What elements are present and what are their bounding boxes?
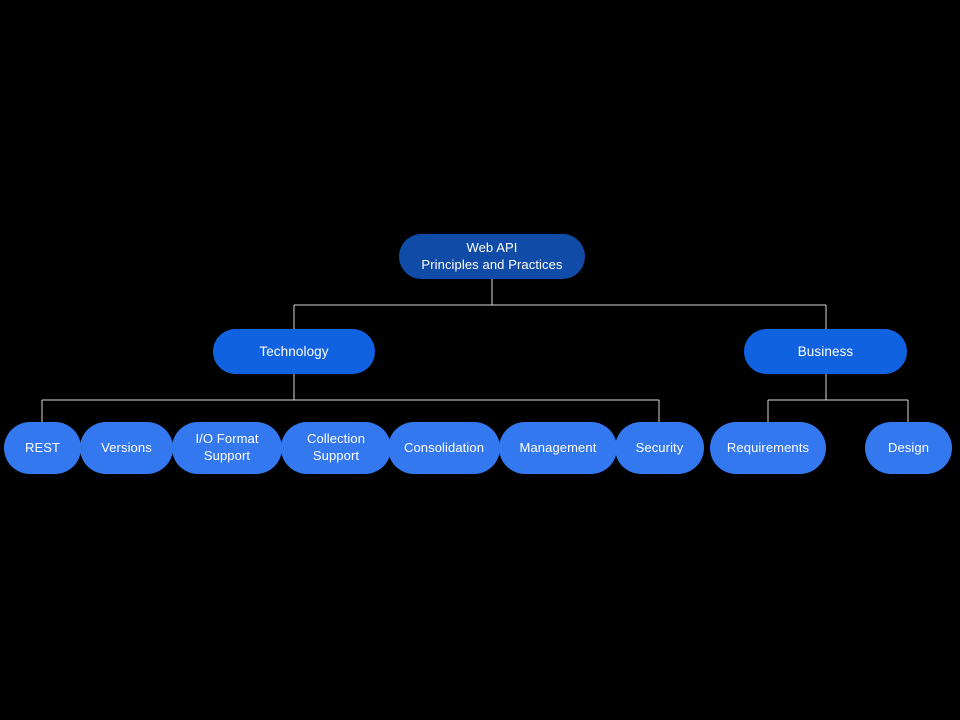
node-leaf-versions[interactable]: Versions — [80, 422, 173, 474]
node-leaf-rest[interactable]: REST — [4, 422, 81, 474]
node-branch-business[interactable]: Business — [744, 329, 907, 374]
node-leaf-management[interactable]: Management — [499, 422, 617, 474]
node-leaf-consolidation[interactable]: Consolidation — [388, 422, 500, 474]
node-root[interactable]: Web API Principles and Practices — [399, 234, 585, 279]
node-leaf-io-format-support[interactable]: I/O Format Support — [172, 422, 282, 474]
node-leaf-design[interactable]: Design — [865, 422, 952, 474]
node-leaf-collection-support[interactable]: Collection Support — [281, 422, 391, 474]
node-leaf-security[interactable]: Security — [615, 422, 704, 474]
node-branch-technology[interactable]: Technology — [213, 329, 375, 374]
node-leaf-requirements[interactable]: Requirements — [710, 422, 826, 474]
